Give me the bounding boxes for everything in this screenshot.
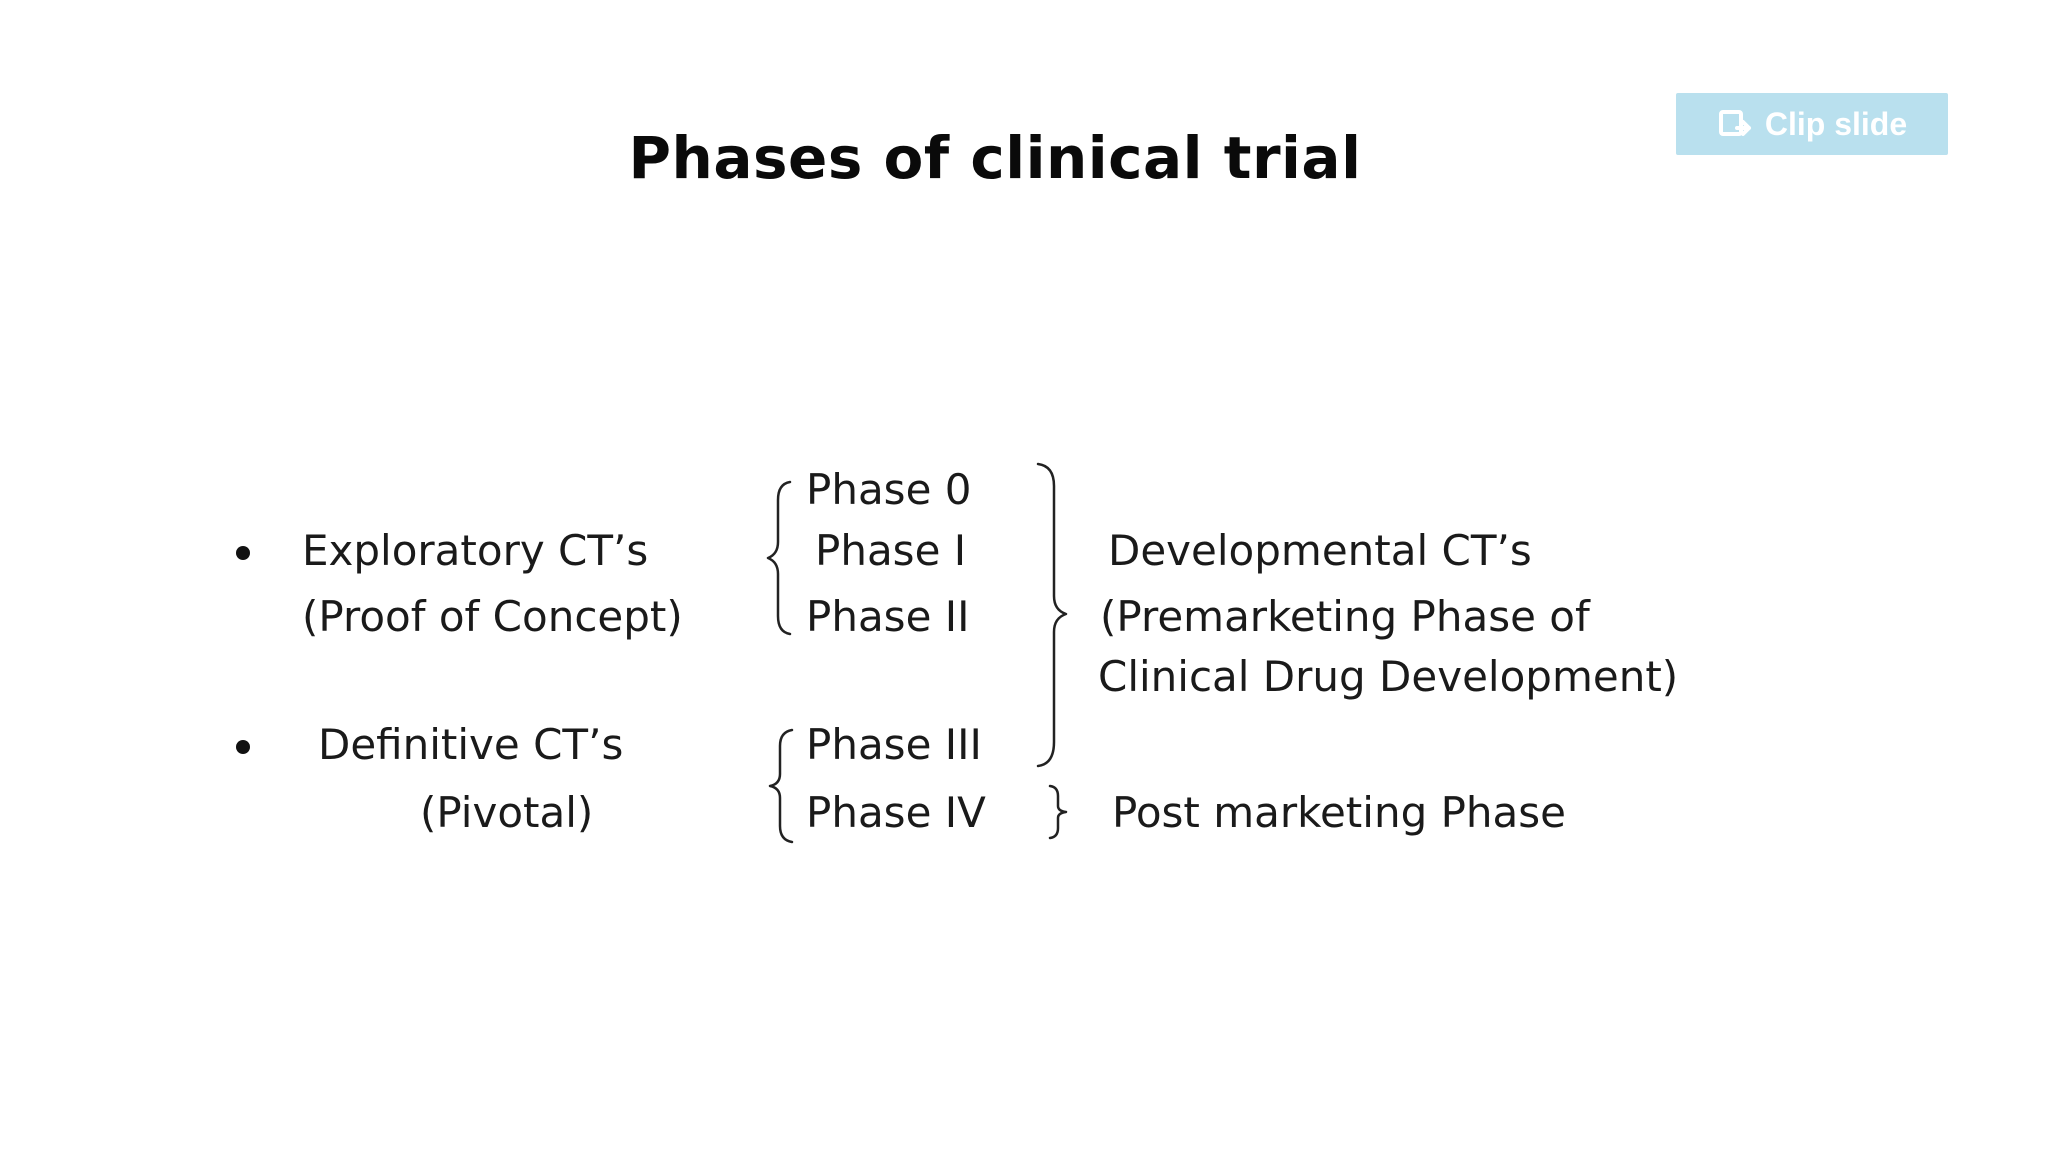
developmental-subtitle-1: (Premarketing Phase of: [1100, 592, 1590, 641]
developmental-subtitle-2: Clinical Drug Development): [1098, 652, 1679, 701]
phase-1: Phase I: [815, 526, 967, 575]
clip-icon: [1718, 110, 1751, 136]
right-brace-developmental: [1036, 462, 1068, 768]
phase-0: Phase 0: [806, 465, 972, 514]
post-marketing-label: Post marketing Phase: [1112, 788, 1566, 837]
bullet-exploratory: [236, 546, 250, 560]
right-brace-post-marketing: [1048, 784, 1068, 840]
definitive-subtitle: (Pivotal): [420, 788, 594, 837]
left-brace-exploratory: [766, 480, 792, 636]
phase-3: Phase III: [806, 720, 982, 769]
slide-title: Phases of clinical trial: [628, 124, 1362, 192]
phase-4: Phase IV: [806, 788, 986, 837]
clip-slide-button[interactable]: Clip slide: [1676, 93, 1948, 155]
exploratory-subtitle: (Proof of Concept): [302, 592, 683, 641]
clip-slide-label: Clip slide: [1764, 105, 1908, 142]
definitive-label: Definitive CT’s: [318, 720, 624, 769]
phase-2: Phase II: [806, 592, 970, 641]
exploratory-label: Exploratory CT’s: [302, 526, 649, 575]
developmental-label: Developmental CT’s: [1108, 526, 1532, 575]
left-brace-definitive: [768, 728, 794, 844]
bullet-definitive: [236, 740, 250, 754]
